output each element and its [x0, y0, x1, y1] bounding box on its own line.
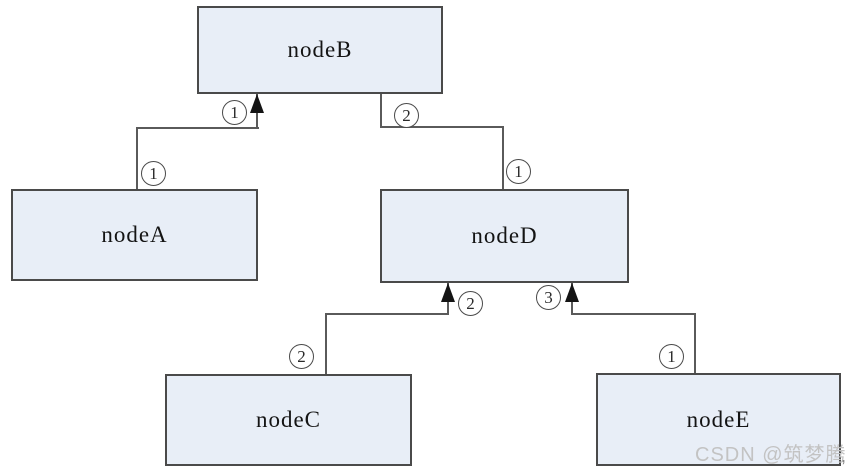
circled-number: 2: [297, 346, 306, 366]
node-c-label: nodeC: [255, 407, 322, 432]
node-c: nodeC: [165, 374, 412, 466]
edge-c-d-segment-horizontal: [325, 313, 449, 315]
circled-number: 2: [402, 105, 411, 125]
circled-number: 1: [667, 346, 676, 366]
edge-b-d-segment-vertical-lower: [502, 126, 504, 189]
node-a: nodeA: [11, 189, 258, 281]
node-d: nodeD: [380, 189, 629, 283]
edge-a-b-segment-horizontal: [136, 127, 259, 129]
edge-b-d-segment-horizontal: [380, 126, 504, 128]
edge-b-d-label-at-target: 1: [506, 159, 531, 184]
circled-number: 3: [544, 287, 553, 307]
node-b: nodeB: [197, 6, 443, 94]
edge-c-d-label-at-target: 2: [458, 291, 483, 316]
edge-c-d-segment-vertical-lower: [325, 313, 327, 374]
edge-b-d-segment-vertical-upper: [380, 94, 382, 128]
edge-a-b-segment-vertical-lower: [136, 127, 138, 189]
edge-a-b-arrowhead-up-icon: [250, 94, 264, 113]
node-b-label: nodeB: [287, 37, 353, 62]
node-a-label: nodeA: [101, 222, 168, 247]
edge-e-d-label-at-source: 1: [659, 344, 684, 369]
edge-e-d-segment-horizontal: [571, 313, 696, 315]
circled-number: 1: [514, 161, 523, 181]
watermark-trailing-mark: ,: [841, 446, 847, 466]
edge-b-d-label-at-source: 2: [394, 103, 419, 128]
node-d-label: nodeD: [471, 223, 538, 248]
circled-number: 1: [230, 102, 239, 122]
edge-e-d-segment-vertical-lower: [694, 313, 696, 373]
edge-e-d-arrowhead-up-icon: [565, 283, 579, 302]
node-e-label: nodeE: [686, 406, 751, 432]
edge-c-d-arrowhead-up-icon: [441, 283, 455, 302]
edge-a-b-label-at-target: 1: [222, 100, 247, 125]
edge-a-b-label-at-source: 1: [141, 161, 166, 186]
edge-e-d-label-at-target: 3: [536, 285, 561, 310]
csdn-watermark: CSDN @筑梦腾飞: [695, 444, 847, 466]
node-e: nodeE: [596, 373, 841, 466]
circled-number: 1: [149, 163, 158, 183]
circled-number: 2: [466, 293, 475, 313]
edge-c-d-label-at-source: 2: [289, 344, 314, 369]
